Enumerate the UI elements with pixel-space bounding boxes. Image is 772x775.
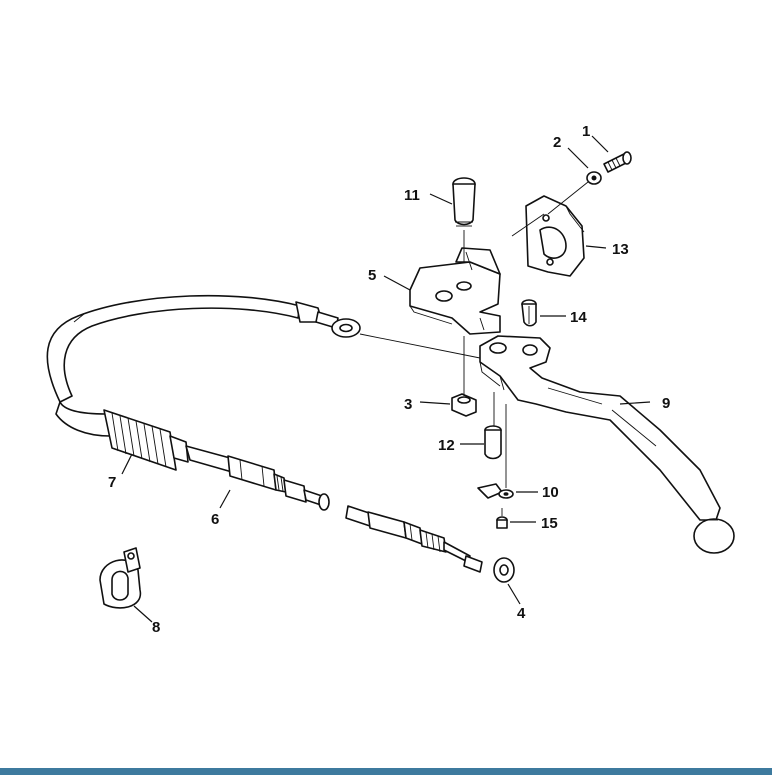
clutch-cable — [46, 294, 481, 511]
callout-4: 4 — [517, 605, 526, 622]
retainer-clip-10 — [477, 404, 514, 499]
callout-8: 8 — [152, 619, 160, 636]
bushing-12 — [484, 392, 502, 460]
callout-11: 11 — [404, 187, 420, 204]
nut-3 — [451, 336, 477, 417]
callout-7: 7 — [108, 474, 116, 491]
callout-1: 1 — [582, 123, 590, 140]
callout-labels: 1 2 11 13 5 14 9 3 12 10 15 7 6 4 8 — [108, 123, 670, 636]
leader-lines — [121, 135, 651, 623]
callout-14: 14 — [570, 309, 587, 326]
bottom-bar — [0, 768, 772, 775]
roll-pin-14 — [521, 299, 537, 327]
callout-5: 5 — [368, 267, 376, 284]
lever-bracket — [409, 247, 501, 335]
cable-adjuster-lower — [345, 505, 483, 573]
callout-15: 15 — [541, 515, 558, 532]
pivot-pin-11 — [452, 177, 476, 262]
callout-13: 13 — [612, 241, 629, 258]
callout-10: 10 — [542, 484, 559, 501]
screw-1 — [603, 151, 632, 173]
washer-4 — [493, 557, 515, 583]
clutch-lever — [479, 335, 735, 554]
screw-15 — [496, 508, 508, 529]
callout-6: 6 — [211, 511, 219, 528]
callout-2: 2 — [553, 134, 561, 151]
washer-2 — [586, 171, 602, 185]
callout-3: 3 — [404, 396, 412, 413]
callout-9: 9 — [662, 395, 670, 412]
callout-12: 12 — [438, 437, 455, 454]
cable-clamp — [99, 547, 141, 609]
